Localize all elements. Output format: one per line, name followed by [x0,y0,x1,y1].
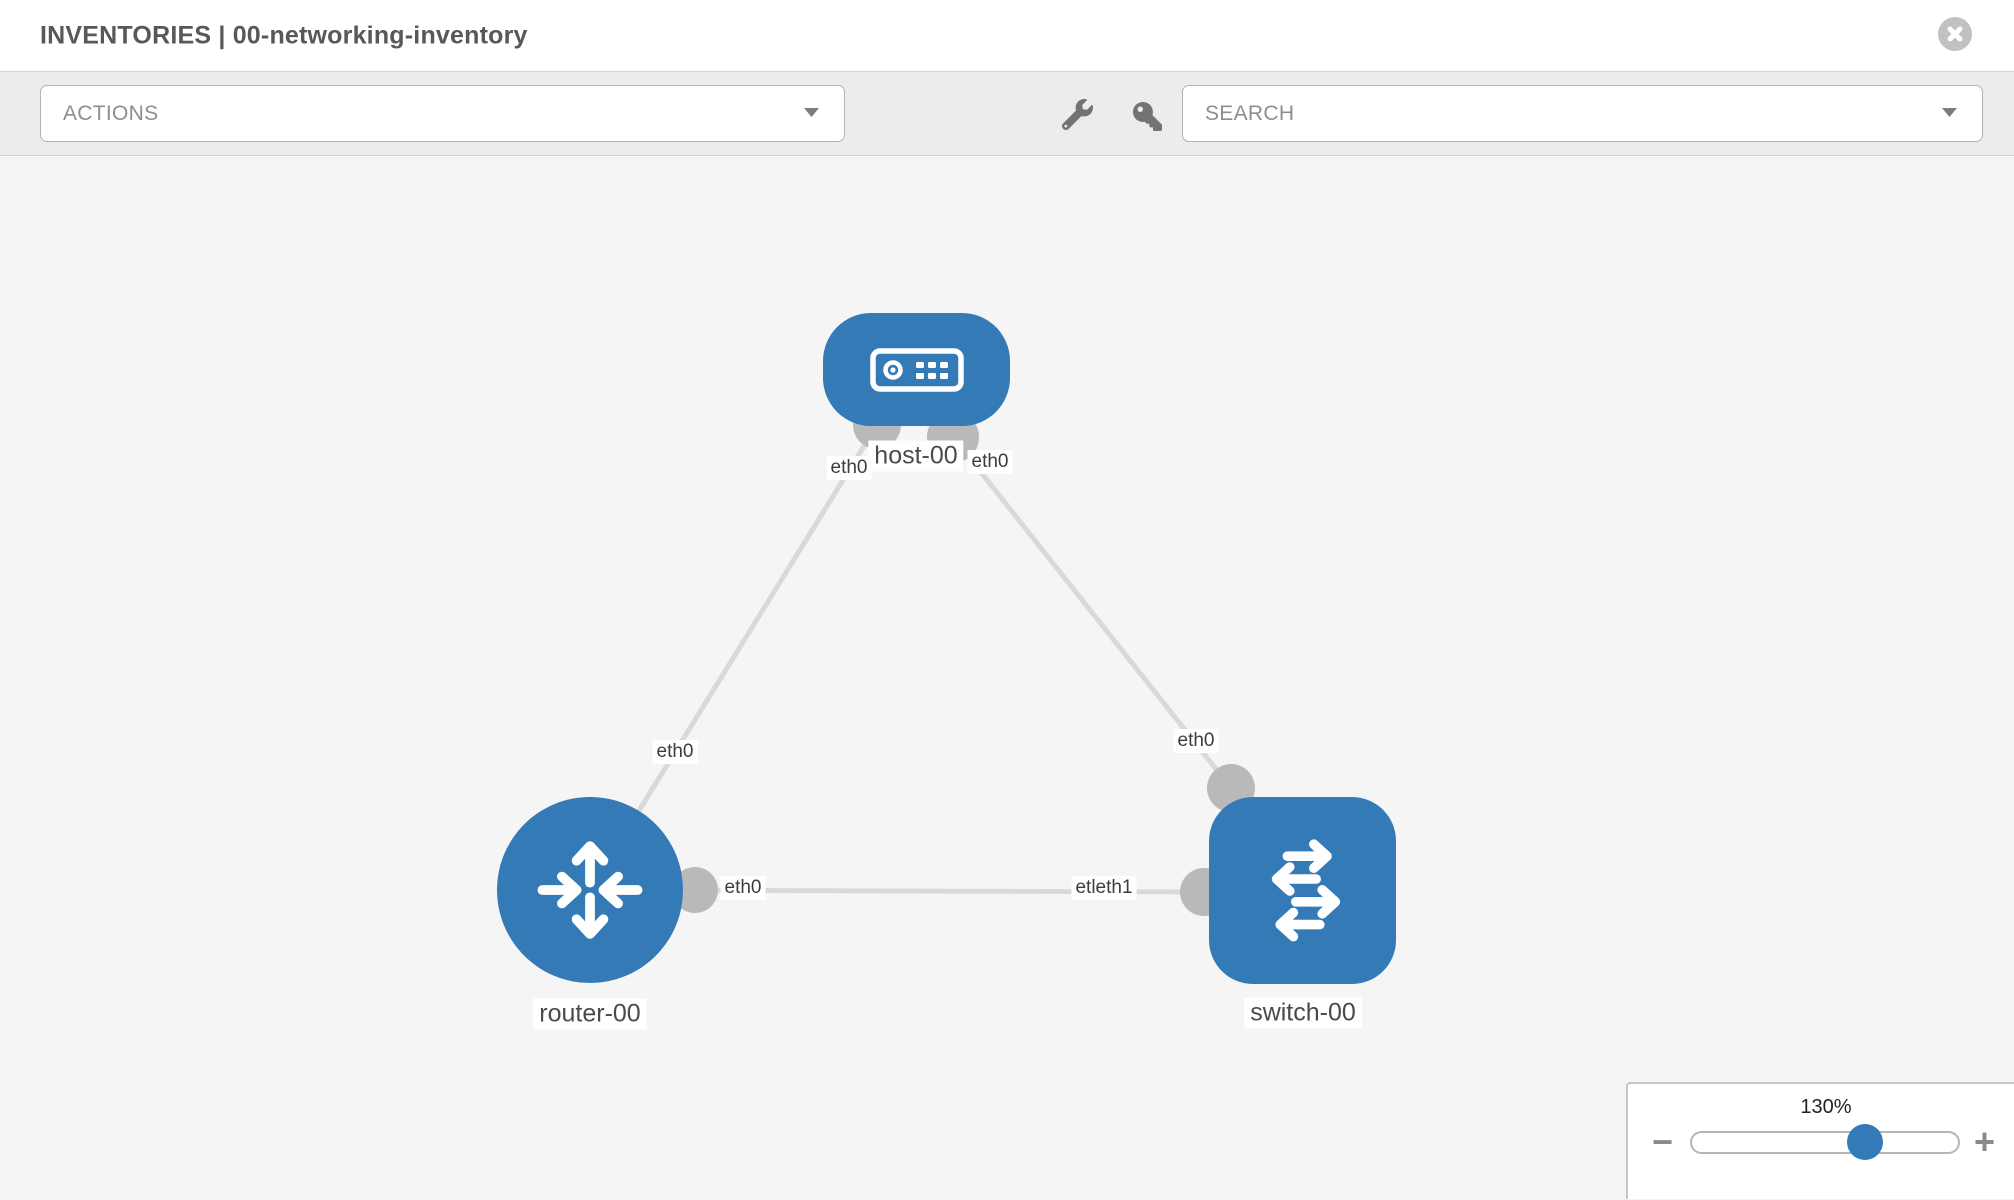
interface-label: eth0 [652,740,698,764]
zoom-out-button[interactable]: − [1652,1121,1674,1162]
zoom-in-button[interactable]: + [1974,1121,1996,1162]
zoom-slider[interactable] [1690,1124,1960,1160]
actions-dropdown[interactable]: ACTIONS [40,85,845,142]
node-router-00[interactable] [497,797,683,983]
caret-down-icon [803,105,820,123]
interface-label: eth0 [720,876,766,900]
toolbar: ACTIONS SEARCH [0,72,2014,156]
panel-header: INVENTORIES | 00-networking-inventory [0,0,2014,72]
node-host-00[interactable] [823,313,1010,426]
interface-label: eth0 [1173,729,1219,753]
topology-links-layer [587,401,1255,916]
actions-dropdown-label: ACTIONS [63,101,159,125]
configure-button[interactable] [1061,99,1093,135]
interface-label: eth0 [826,456,872,480]
node-label-switch: switch-00 [1244,997,1362,1029]
zoom-panel: 130% − + [1626,1082,2014,1199]
close-button[interactable] [1938,17,1972,51]
interface-label: eth0 [967,450,1013,474]
key-icon [1133,102,1162,131]
interface-label: etleth1 [1071,876,1137,900]
node-label-host: host-00 [868,440,964,472]
host-server-icon [869,347,964,392]
close-icon [1947,26,1963,42]
node-label-router: router-00 [533,998,647,1030]
interface-dot-router [672,867,718,913]
credentials-button[interactable] [1133,102,1162,136]
zoom-slider-handle[interactable] [1847,1124,1883,1160]
router-arrows-icon [537,841,643,939]
zoom-level: 130% [1800,1096,1852,1118]
wrench-icon [1061,99,1093,131]
switch-arrows-icon [1271,838,1340,941]
node-switch-00[interactable] [1209,797,1396,984]
topology-canvas[interactable]: eth0 eth0 eth0 eth0 eth0 etleth1 host-00… [0,156,2014,1199]
search-dropdown[interactable]: SEARCH [1182,85,1983,142]
search-dropdown-label: SEARCH [1205,101,1295,125]
page-title: INVENTORIES | 00-networking-inventory [40,21,528,49]
caret-down-icon [1941,105,1958,123]
